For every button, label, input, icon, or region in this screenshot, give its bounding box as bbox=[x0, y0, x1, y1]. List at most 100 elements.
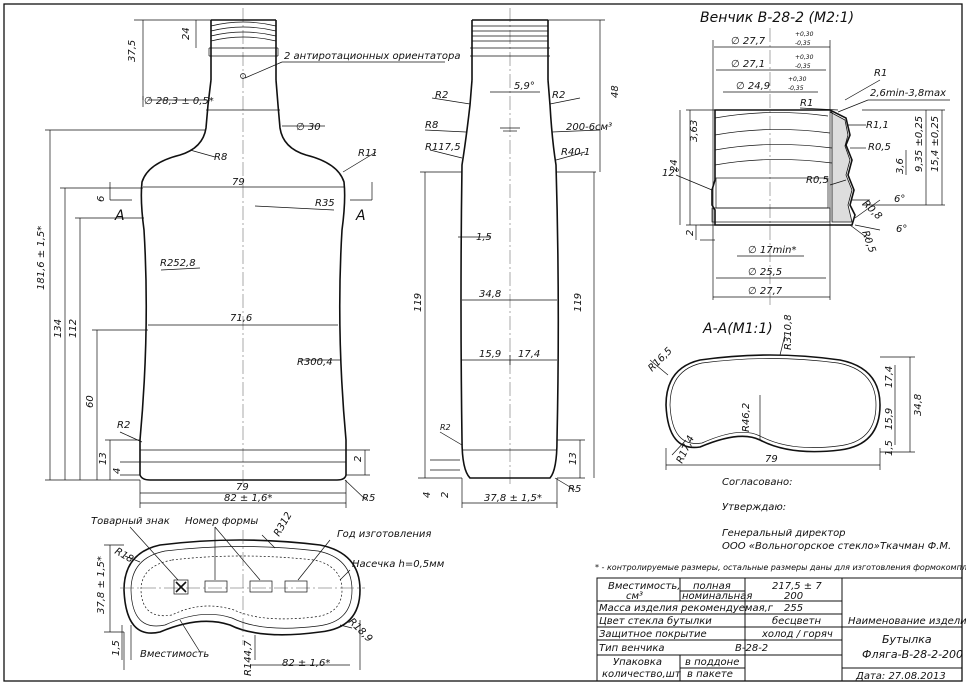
height-60-label: 60 bbox=[85, 395, 96, 408]
bottom-width-label: 82 ± 1,6* bbox=[282, 658, 330, 669]
bottom-form-number-label: Номер формы bbox=[185, 516, 258, 527]
title-block-header: Наименование изделия bbox=[848, 616, 966, 627]
approval-agreed: Согласовано: bbox=[722, 477, 793, 488]
approval-company: ООО «Вольногорское стекло» bbox=[722, 541, 880, 552]
finish-d1-tol-up: +0,30 bbox=[795, 31, 814, 38]
finish-r11-label: R1,1 bbox=[866, 120, 889, 131]
finish-thread-pitch-label: 2,6min-3,8max bbox=[870, 88, 946, 99]
lower-radius-label: R300,4 bbox=[297, 357, 333, 368]
section-mark-left: A bbox=[114, 208, 125, 224]
section-title: А-А(М1:1) bbox=[702, 321, 773, 337]
spec-row-8-label: количество,шт bbox=[602, 669, 682, 680]
side-radius-label: R35 bbox=[315, 198, 335, 209]
spec-row-5-label: Защитное покрытие bbox=[599, 629, 707, 640]
approval-block: Согласовано: Утверждаю: Генеральный дире… bbox=[595, 477, 966, 572]
side-shoulder-radius-label: R8 bbox=[425, 120, 438, 131]
spec-row-1-sub: полная bbox=[693, 581, 731, 592]
bottom-depth-label: 37,8 ± 1,5* bbox=[96, 556, 107, 614]
heel-height-right-label: 2 bbox=[353, 456, 364, 462]
base-height-label: 4 bbox=[112, 468, 123, 474]
neck-height-label: 24 bbox=[181, 27, 192, 40]
section-h174-label: 17,4 bbox=[884, 366, 895, 388]
section-h15-label: 1,5 bbox=[884, 440, 895, 456]
spec-row-4-value: бесцветн bbox=[772, 615, 821, 627]
finish-d2-tol-dn: -0,35 bbox=[795, 63, 811, 70]
upper-radius-label: R11 bbox=[358, 148, 378, 159]
finish-h935-label: 9,35 ±0,25 bbox=[914, 116, 925, 172]
bottom-r312-label: R312 bbox=[272, 510, 295, 538]
neck-diameter-label: ∅ 28,3 ± 0,5* bbox=[144, 96, 214, 107]
bottom-capacity-label: Вместимость bbox=[140, 649, 209, 660]
overall-width-label: 82 ± 1,6* bbox=[224, 493, 272, 504]
bottom-view: Товарный знак Номер формы R312 Год изгот… bbox=[91, 510, 445, 676]
finish-r05b-label: R0,5 bbox=[806, 175, 829, 186]
finish-d255-label: ∅ 25,5 bbox=[748, 267, 782, 278]
finish-r08-label: R0,8 bbox=[860, 198, 884, 222]
side-height-48-label: 48 bbox=[610, 85, 621, 98]
bottom-wall-label: 1,5 bbox=[111, 640, 122, 656]
finish-r1-label: R1 bbox=[800, 98, 813, 109]
spec-row-1-label: Вместимость, bbox=[608, 581, 680, 592]
spec-row-6-value: В-28-2 bbox=[735, 643, 768, 654]
side-depth-label: 34,8 bbox=[479, 289, 501, 300]
approval-approved: Утверждаю: bbox=[722, 502, 786, 513]
approval-position: Генеральный директор bbox=[722, 528, 846, 539]
section-r462-label: R46,2 bbox=[741, 403, 752, 432]
finish-r1-top-label: R1 bbox=[874, 68, 887, 79]
spec-row-6-label: Тип венчика bbox=[599, 643, 664, 654]
section-offset-label: 6 bbox=[96, 196, 107, 202]
side-top-radius-label: R2 bbox=[435, 90, 448, 101]
orientators-note: 2 антиротационных ориентатора bbox=[284, 51, 460, 62]
title-block-product: Бутылка bbox=[882, 633, 932, 646]
side-height-119-left-label: 119 bbox=[413, 293, 424, 312]
finish-h363-label: 3,63 bbox=[689, 120, 700, 142]
finish-title: Венчик В-28-2 (М2:1) bbox=[700, 10, 854, 26]
drawing-frame bbox=[3, 3, 963, 682]
section-width-label: 79 bbox=[765, 454, 778, 465]
approval-signatory: Ткачман Ф.М. bbox=[880, 541, 951, 552]
finish-d3-label: ∅ 24,9 bbox=[736, 81, 770, 92]
side-base-radius-label: R5 bbox=[568, 484, 581, 495]
spec-row-4-label: Цвет стекла бутылки bbox=[599, 615, 712, 627]
side-heel-height-label: 13 bbox=[568, 452, 579, 465]
finish-r05c-label: R0,5 bbox=[859, 229, 877, 254]
heel-radius-label: R2 bbox=[117, 420, 130, 431]
bottom-notch-label: Насечка h=0,5мм bbox=[352, 559, 445, 570]
side-view: R2 5,9° R2 48 R8 R117,5 200-6см³ R40,1 1… bbox=[413, 8, 621, 508]
section-aa: А-А(М1:1) R16,5 R310,8 R46,2 R17,4 17,4 … bbox=[646, 314, 924, 470]
waist-width-label: 71,6 bbox=[230, 313, 252, 324]
side-base-2-label: 2 bbox=[440, 492, 451, 498]
bottom-r1447-label: R144,7 bbox=[243, 640, 254, 676]
finish-detail: Венчик В-28-2 (М2:1) bbox=[662, 10, 950, 305]
spec-row-7-sub: в поддоне bbox=[685, 657, 739, 668]
finish-d3-tol-up: +0,30 bbox=[788, 76, 807, 83]
height-112-label: 112 bbox=[68, 319, 79, 338]
front-view: 24 37,5 ∅ 28,3 ± 0,5* ∅ 30 R8 R11 79 6 A… bbox=[36, 8, 460, 508]
spec-table: Вместимость, полная 217,5 ± 7 см³ номина… bbox=[596, 577, 966, 682]
spec-row-3-value: 255 bbox=[784, 603, 803, 614]
body-top-width-label: 79 bbox=[232, 177, 245, 188]
spec-row-3-label: Масса изделия рекомендуемая,г bbox=[599, 603, 774, 614]
side-heel-radius-label: R2 bbox=[440, 423, 451, 432]
side-base-4-label: 4 bbox=[422, 492, 433, 498]
side-radius-label: R40,1 bbox=[561, 147, 590, 158]
finish-d1-label: ∅ 27,7 bbox=[731, 36, 766, 47]
spec-row-2-sub: номинальная bbox=[682, 591, 752, 602]
height-134-label: 134 bbox=[53, 319, 64, 338]
side-height-119-right-label: 119 bbox=[573, 293, 584, 312]
side-left-part-label: 15,9 bbox=[479, 349, 501, 360]
spec-row-5-value: холод / горяч bbox=[761, 629, 833, 640]
section-r3108-label: R310,8 bbox=[783, 314, 794, 350]
spec-row-1-value: 217,5 ± 7 bbox=[772, 581, 822, 592]
shoulder-diameter-label: ∅ 30 bbox=[296, 122, 321, 133]
section-r174-label: R17,4 bbox=[675, 434, 697, 465]
base-radius-label: R5 bbox=[362, 493, 375, 504]
finish-r05a-label: R0,5 bbox=[868, 142, 891, 153]
base-width-label: 79 bbox=[236, 482, 249, 493]
title-block-code: Фляга-В-28-2-200 bbox=[862, 648, 963, 661]
finish-angle-6b-label: 6° bbox=[896, 224, 907, 235]
finish-bore-label: ∅ 17min* bbox=[748, 245, 796, 256]
section-h159-label: 15,9 bbox=[884, 408, 895, 430]
body-radius-label: R252,8 bbox=[160, 258, 196, 269]
finish-d1-tol-dn: -0,35 bbox=[795, 40, 811, 47]
